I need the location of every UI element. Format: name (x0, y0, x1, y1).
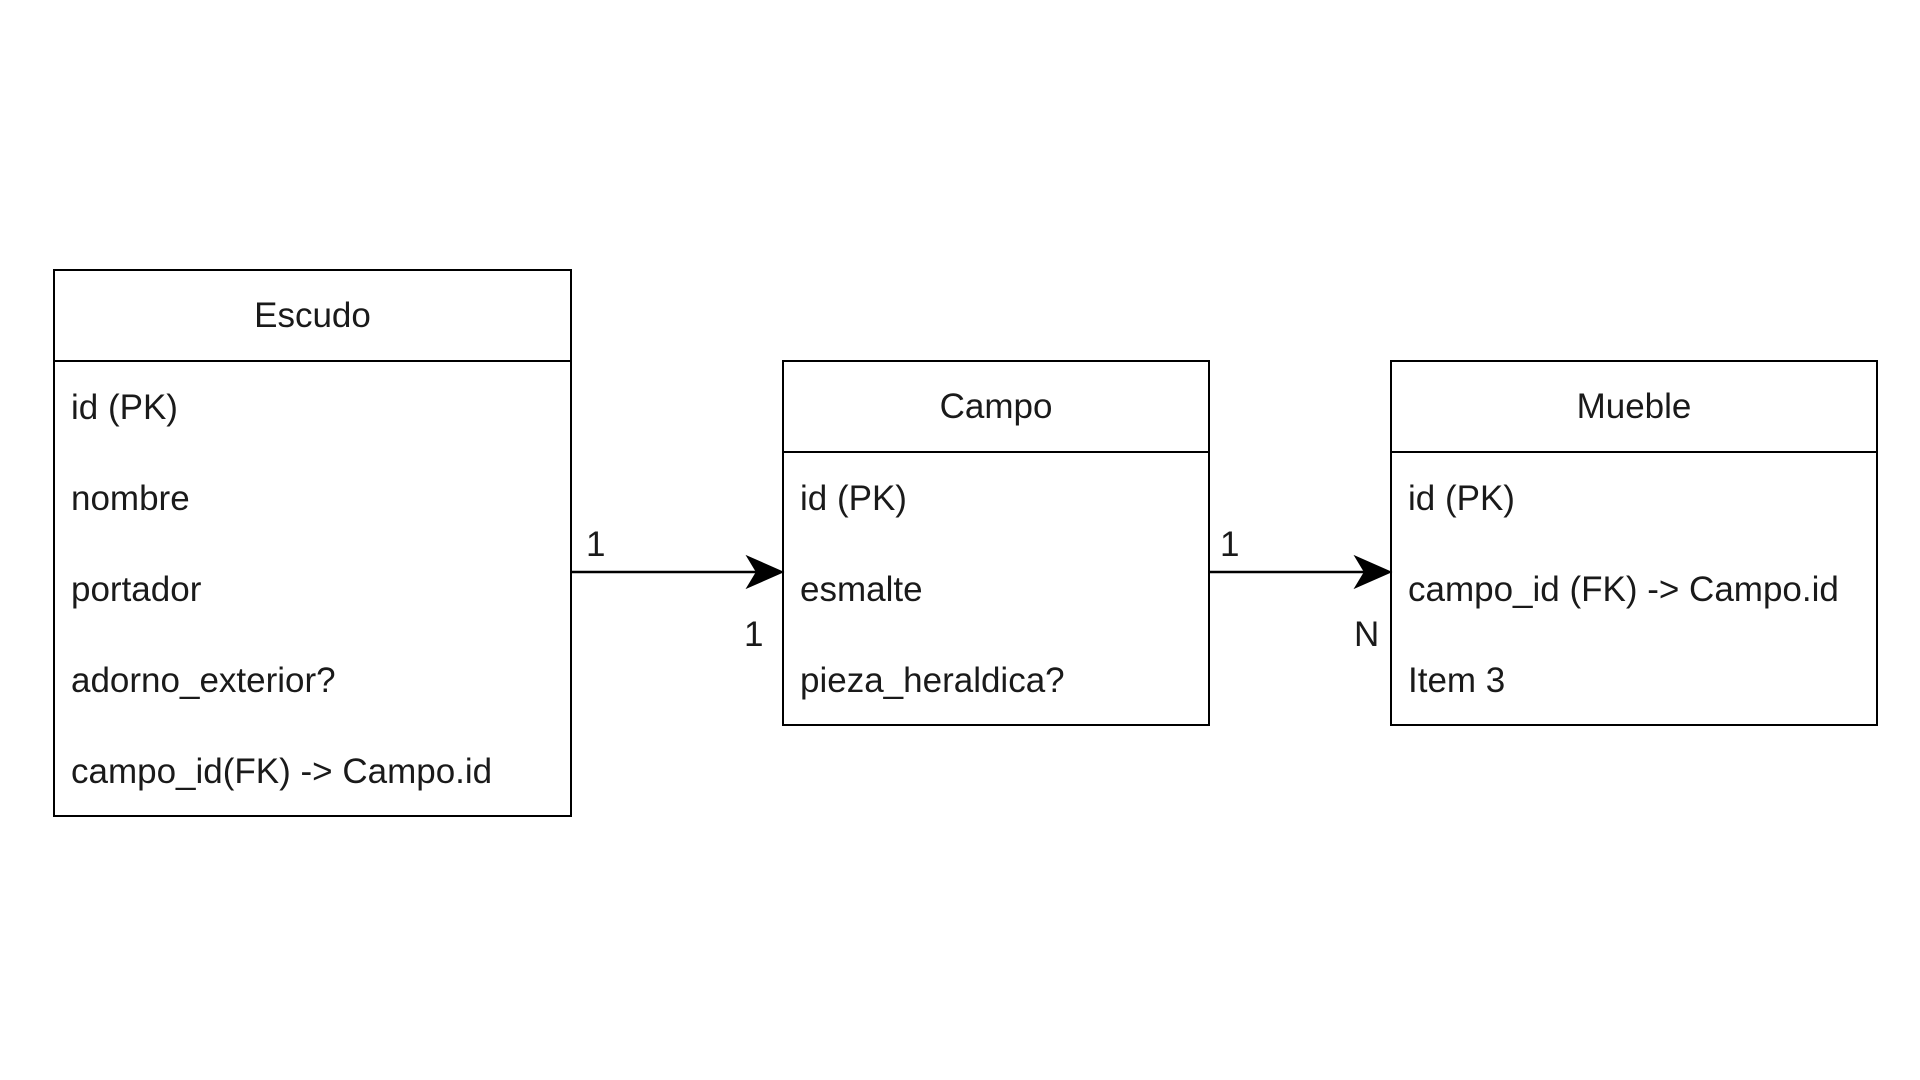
entity-title-escudo: Escudo (55, 271, 570, 362)
cardinality-escudo-source: 1 (586, 525, 606, 564)
entity-mueble[interactable]: Mueble id (PK) campo_id (FK) -> Campo.id… (1390, 360, 1878, 726)
field-campo-esmalte: esmalte (800, 569, 923, 609)
entity-escudo[interactable]: Escudo id (PK) nombre portador adorno_ex… (53, 269, 572, 817)
cardinality-mueble-target: N (1354, 615, 1380, 654)
field-mueble-id: id (PK) (1408, 478, 1515, 518)
field-escudo-portador: portador (71, 569, 202, 609)
field-escudo-campo-id: campo_id(FK) -> Campo.id (71, 751, 493, 791)
field-escudo-adorno-exterior: adorno_exterior? (71, 660, 336, 700)
cardinality-campo-source: 1 (1220, 525, 1240, 564)
arrowhead-escudo-campo (745, 554, 785, 590)
entity-campo[interactable]: Campo id (PK) esmalte pieza_heraldica? (782, 360, 1210, 726)
entity-title-mueble: Mueble (1392, 362, 1876, 453)
cardinality-campo-target: 1 (744, 615, 764, 654)
field-campo-pieza-heraldica: pieza_heraldica? (800, 660, 1065, 700)
field-escudo-id: id (PK) (71, 387, 178, 427)
field-campo-id: id (PK) (800, 478, 907, 518)
field-escudo-nombre: nombre (71, 478, 190, 518)
field-mueble-campo-id: campo_id (FK) -> Campo.id (1408, 569, 1839, 609)
arrowhead-campo-mueble (1353, 554, 1393, 590)
entity-title-campo: Campo (784, 362, 1208, 453)
field-mueble-item-3: Item 3 (1408, 660, 1506, 700)
